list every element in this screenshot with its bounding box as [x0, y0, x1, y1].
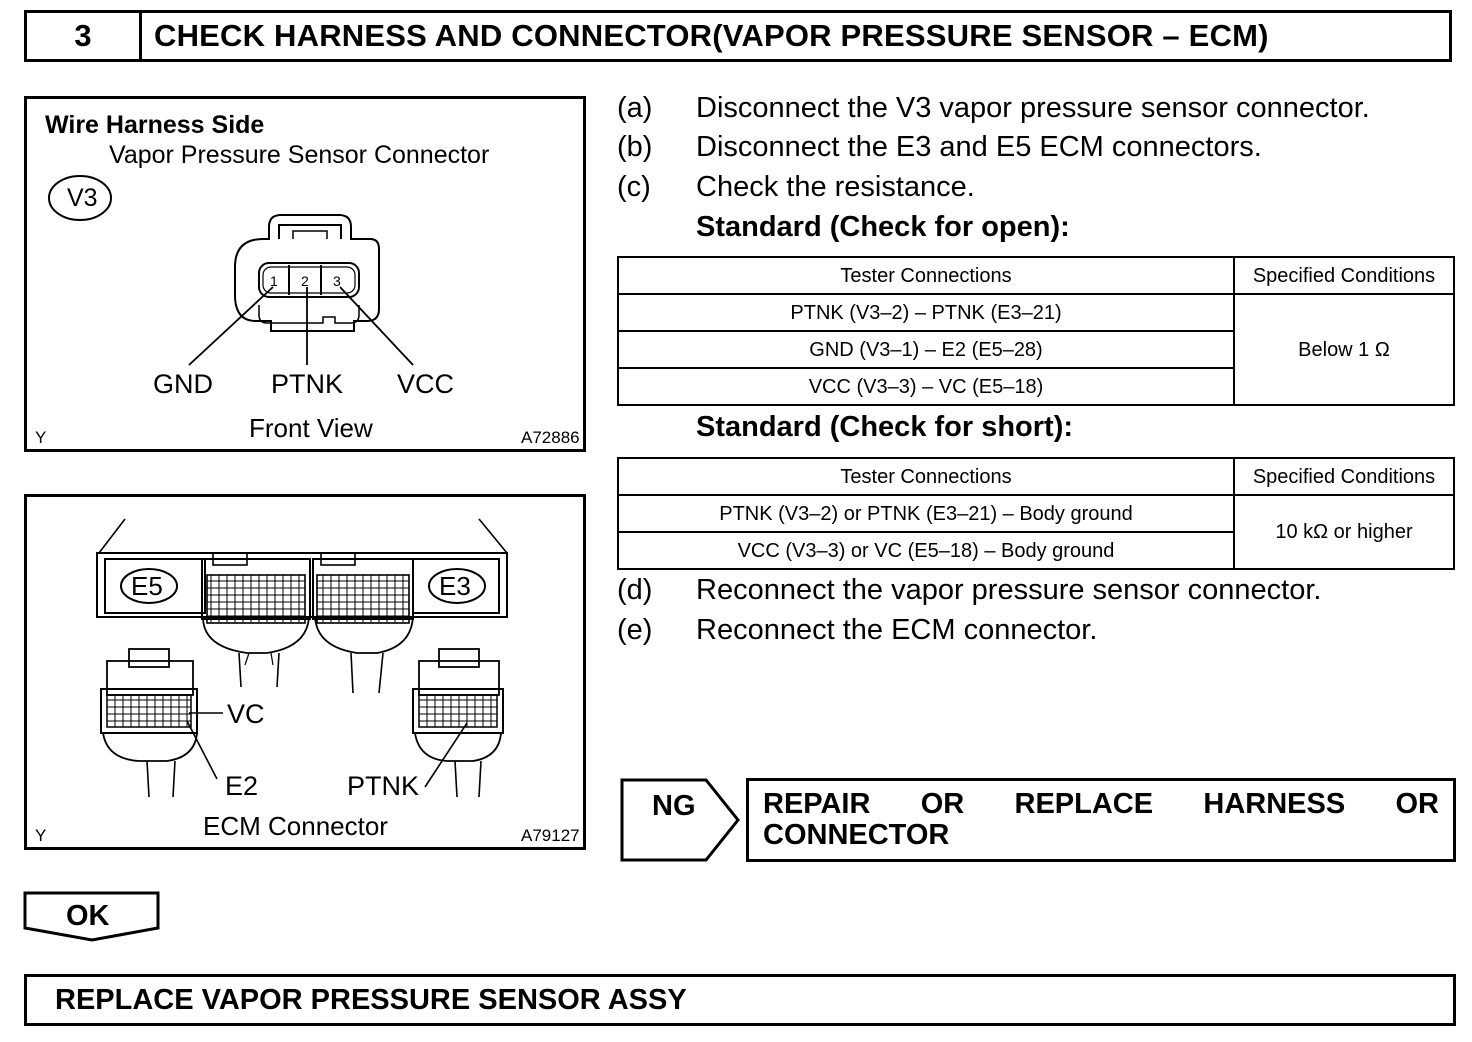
table-row: VCC (V3–3) – VC (E5–18) — [617, 367, 1454, 406]
result-word: HARNESS — [1203, 788, 1346, 820]
table-row: PTNK (V3–2) or PTNK (E3–21) – Body groun… — [617, 494, 1455, 570]
ng-arrow-icon — [620, 778, 740, 862]
step-title: CHECK HARNESS AND CONNECTOR(VAPOR PRESSU… — [154, 18, 1269, 53]
connector-id-ellipse — [48, 175, 112, 221]
result-word: OR — [1395, 788, 1440, 820]
col-tester-connections: Tester Connections — [617, 256, 1235, 295]
standard-short-heading: Standard (Check for short): — [696, 411, 1074, 443]
result-line-2: CONNECTOR — [763, 819, 950, 851]
standard-open-heading: Standard (Check for open): — [696, 211, 1070, 243]
result-word: OR — [920, 788, 965, 820]
e2-label: E2 — [225, 771, 259, 801]
step-number: 3 — [27, 13, 142, 59]
gnd-label: GND — [153, 369, 213, 399]
result-word: REPLACE — [1014, 788, 1154, 820]
diagram-subtitle: Vapor Pressure Sensor Connector — [109, 141, 490, 169]
step-header: 3 CHECK HARNESS AND CONNECTOR(VAPOR PRES… — [24, 10, 1452, 62]
diagram-title: Wire Harness Side — [45, 111, 265, 139]
e5-label: E5 — [131, 571, 163, 601]
vapor-sensor-connector-diagram: Wire Harness Side Vapor Pressure Sensor … — [24, 96, 586, 452]
ecm-connector-drawing — [96, 518, 508, 798]
vcc-label: VCC — [397, 369, 455, 399]
table-cell: PTNK (V3–2) – PTNK (E3–21) — [617, 293, 1235, 332]
front-view-label: Front View — [249, 413, 373, 443]
pin-1-label: 1 — [270, 273, 278, 289]
final-action-text: REPLACE VAPOR PRESSURE SENSOR ASSY — [55, 983, 687, 1016]
ng-result-box: REPAIR OR REPLACE HARNESS OR CONNECTOR — [746, 778, 1456, 862]
ecm-connector-diagram: E5 E3 VC E2 PTNK ECM Connector Y A79127 — [24, 494, 586, 850]
col-specified-conditions: Specified Conditions — [1233, 256, 1455, 295]
open-condition-cell: Below 1 Ω — [1233, 293, 1455, 406]
table-cell: VCC (V3–3) or VC (E5–18) – Body ground — [617, 531, 1235, 570]
table-header-row: Tester Connections Specified Conditions — [617, 256, 1455, 295]
ptnk-ecm-label: PTNK — [347, 771, 420, 801]
short-check-table: Tester Connections Specified Conditions … — [617, 457, 1455, 570]
col-specified-conditions: Specified Conditions — [1233, 457, 1455, 496]
table-cell: VCC (V3–3) – VC (E5–18) — [617, 367, 1235, 406]
table-row: PTNK (V3–2) – PTNK (E3–21) Below 1 Ω — [617, 293, 1455, 406]
ng-arrow[interactable]: NG — [620, 778, 742, 862]
final-action-box: REPLACE VAPOR PRESSURE SENSOR ASSY — [24, 974, 1456, 1026]
table-row: VCC (V3–3) or VC (E5–18) – Body ground — [617, 531, 1454, 570]
short-condition-cell: 10 kΩ or higher — [1233, 494, 1455, 570]
corner-mark: Y — [35, 826, 47, 845]
corner-mark: Y — [35, 428, 47, 447]
col-tester-connections: Tester Connections — [617, 457, 1235, 496]
result-word: REPAIR — [763, 788, 871, 820]
ok-label: OK — [66, 900, 110, 932]
figure-code: A79127 — [521, 826, 580, 845]
e3-label: E3 — [439, 571, 471, 601]
connector-id-label: V3 — [67, 184, 98, 212]
ptnk-label: PTNK — [271, 369, 344, 399]
ecm-connector-caption: ECM Connector — [203, 811, 388, 841]
ok-arrow[interactable]: OK — [22, 890, 162, 944]
v3-connector-drawing — [48, 175, 414, 366]
table-header-row: Tester Connections Specified Conditions — [617, 457, 1455, 496]
pin-2-label: 2 — [301, 273, 309, 289]
pin-3-label: 3 — [333, 273, 341, 289]
table-cell: GND (V3–1) – E2 (E5–28) — [617, 330, 1235, 369]
table-cell: PTNK (V3–2) or PTNK (E3–21) – Body groun… — [617, 494, 1235, 533]
open-check-table: Tester Connections Specified Conditions … — [617, 256, 1455, 406]
vc-label: VC — [227, 699, 265, 729]
ok-arrow-icon — [23, 891, 160, 942]
ng-label: NG — [652, 790, 696, 822]
table-row: GND (V3–1) – E2 (E5–28) — [617, 330, 1454, 369]
figure-code: A72886 — [521, 428, 580, 447]
